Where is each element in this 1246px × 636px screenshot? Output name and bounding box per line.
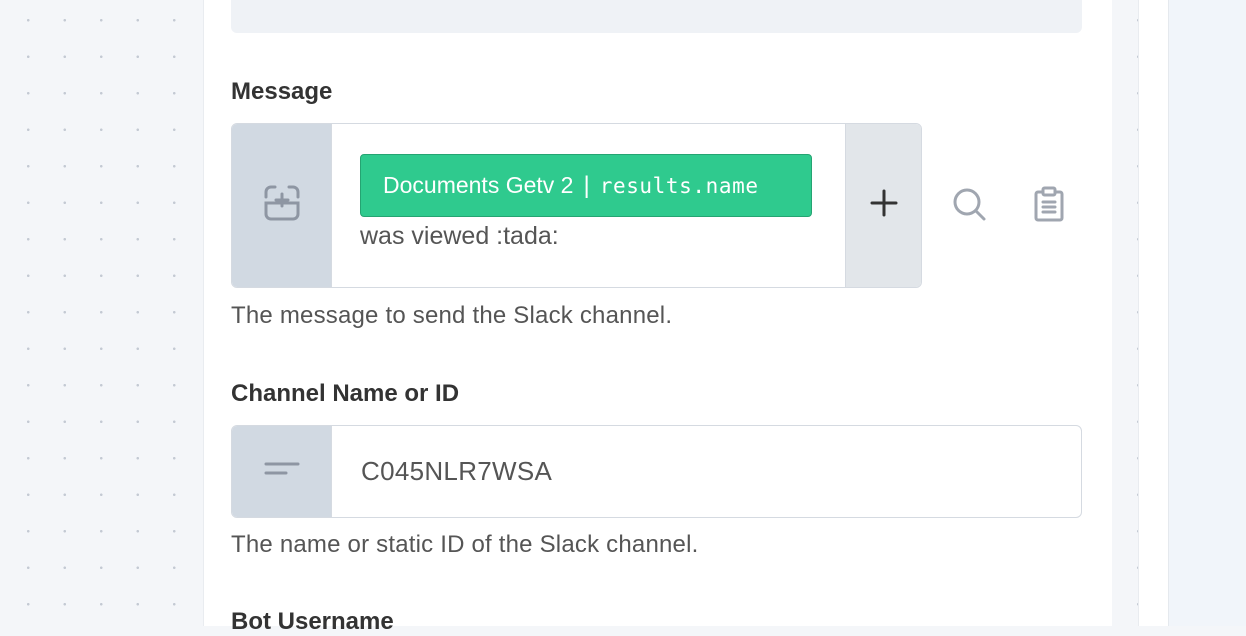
canvas-background-right (1112, 0, 1138, 626)
clipboard-icon (1033, 186, 1065, 227)
channel-field[interactable]: C045NLR7WSA (231, 425, 1082, 518)
plus-icon (869, 188, 899, 223)
insert-variable-icon (263, 184, 301, 227)
message-hint: The message to send the Slack channel. (231, 302, 673, 329)
channel-prefix (232, 426, 332, 517)
step-config-panel (203, 0, 1113, 626)
variable-token[interactable]: Documents Getv 2 | results.name (360, 154, 812, 217)
message-field[interactable]: Documents Getv 2 | results.name was view… (231, 123, 922, 288)
clipboard-button[interactable] (1029, 186, 1069, 226)
message-prefix[interactable] (232, 124, 332, 287)
far-right-panel (1168, 0, 1246, 626)
search-button[interactable] (949, 186, 989, 226)
bot-username-label: Bot Username (231, 608, 394, 635)
channel-hint: The name or static ID of the Slack chann… (231, 531, 699, 558)
side-panel-edge (1138, 0, 1169, 626)
previous-field-box[interactable] (231, 0, 1082, 33)
token-separator: | (583, 171, 590, 199)
canvas-background-left (0, 0, 203, 626)
token-source: Documents Getv 2 (383, 172, 574, 198)
token-path: results.name (599, 173, 759, 198)
short-text-icon (264, 459, 300, 484)
message-editor[interactable]: Documents Getv 2 | results.name was view… (332, 124, 845, 287)
message-text: was viewed :tada: (360, 222, 559, 250)
channel-label: Channel Name or ID (231, 380, 460, 407)
channel-input-value[interactable]: C045NLR7WSA (361, 456, 553, 486)
message-label: Message (231, 78, 333, 105)
search-icon (951, 186, 987, 227)
add-variable-button[interactable] (845, 124, 921, 287)
